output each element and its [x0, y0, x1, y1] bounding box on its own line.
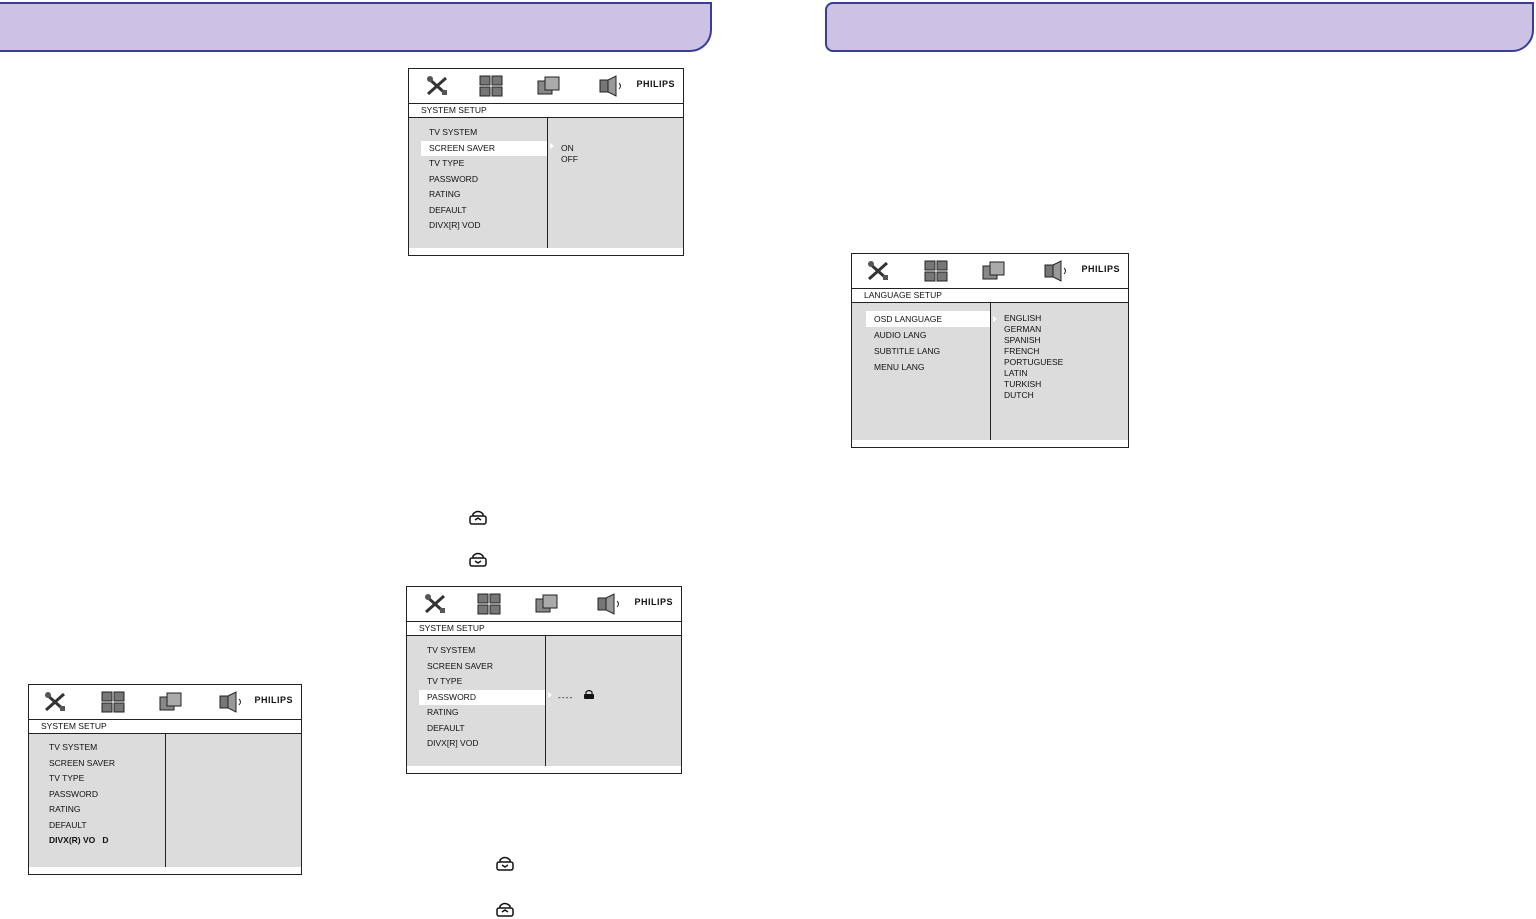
osd-divider [165, 734, 166, 867]
osd-password: PHILIPS SYSTEM SETUP TV SYSTEM SCREEN SA… [406, 586, 682, 774]
osd-screen-saver: PHILIPS SYSTEM SETUP TV SYSTEM SCREEN SA… [408, 68, 684, 256]
menu-item-default[interactable]: DEFAULT [427, 722, 465, 733]
brand-logo: PHILIPS [1081, 264, 1120, 274]
selection-arrow-icon [550, 143, 554, 149]
display-frames-icon[interactable] [159, 691, 183, 713]
system-menu: TV SYSTEM SCREEN SAVER TV TYPE PASSWORD … [419, 643, 545, 752]
lock-remote-icon [496, 856, 514, 871]
settings-tools-icon[interactable] [866, 260, 890, 282]
lock-remote-icon [469, 552, 487, 567]
menu-item-tv-type[interactable]: TV TYPE [427, 676, 463, 686]
osd-body: TV SYSTEM SCREEN SAVER TV TYPE PASSWORD … [29, 734, 301, 867]
lock-remote-icon [496, 902, 514, 917]
osd-title: SYSTEM SETUP [407, 622, 681, 636]
osd-title: SYSTEM SETUP [29, 720, 301, 734]
speaker-icon[interactable] [219, 691, 243, 713]
right-header-banner [825, 2, 1534, 52]
osd-icon-bar: PHILIPS [407, 587, 681, 622]
option-list: ON OFF [561, 143, 578, 165]
menu-item-osd-language[interactable]: OSD LANGUAGE [866, 311, 990, 327]
video-grid-icon[interactable] [479, 75, 503, 97]
menu-item-tv-system[interactable]: TV SYSTEM [427, 645, 476, 655]
video-grid-icon[interactable] [101, 691, 125, 713]
speaker-icon[interactable] [597, 593, 621, 615]
menu-item-tv-type[interactable]: TV TYPE [429, 158, 465, 168]
osd-body: TV SYSTEM SCREEN SAVER TV TYPE PASSWORD … [407, 636, 681, 766]
osd-title: SYSTEM SETUP [409, 104, 683, 118]
menu-item-divx-vod[interactable]: DIVX[R] VOD [429, 220, 481, 230]
option-dutch[interactable]: DUTCH [1004, 390, 1034, 400]
password-value[interactable]: ---- [558, 692, 574, 702]
osd-divider [990, 303, 991, 440]
osd-body: OSD LANGUAGE AUDIO LANG SUBTITLE LANG ME… [852, 303, 1128, 440]
osd-divider [547, 118, 548, 248]
osd-divider [545, 636, 546, 766]
speaker-icon[interactable] [1044, 260, 1068, 282]
selection-arrow-icon [993, 316, 997, 322]
display-frames-icon[interactable] [535, 593, 559, 615]
osd-language: PHILIPS LANGUAGE SETUP OSD LANGUAGE AUDI… [851, 253, 1129, 448]
option-spanish[interactable]: SPANISH [1004, 335, 1041, 345]
menu-item-screen-saver[interactable]: SCREEN SAVER [421, 140, 547, 156]
selection-arrow-icon [548, 692, 552, 698]
option-portuguese[interactable]: PORTUGUESE [1004, 357, 1064, 367]
settings-tools-icon[interactable] [423, 593, 447, 615]
brand-logo: PHILIPS [634, 597, 673, 607]
language-menu: OSD LANGUAGE AUDIO LANG SUBTITLE LANG ME… [866, 311, 990, 375]
lock-icon [584, 690, 594, 699]
settings-tools-icon[interactable] [43, 691, 67, 713]
osd-divx: PHILIPS SYSTEM SETUP TV SYSTEM SCREEN SA… [28, 684, 302, 875]
menu-item-rating[interactable]: RATING [427, 707, 459, 717]
menu-item-subtitle-lang[interactable]: SUBTITLE LANG [874, 346, 941, 356]
option-french[interactable]: FRENCH [1004, 346, 1040, 356]
option-german[interactable]: GERMAN [1004, 324, 1042, 334]
option-on[interactable]: ON [561, 143, 574, 153]
video-grid-icon[interactable] [477, 593, 501, 615]
menu-item-divx-vod[interactable]: DIVX(R) VO D [49, 835, 109, 845]
menu-item-default[interactable]: DEFAULT [429, 204, 467, 215]
menu-item-screen-saver[interactable]: SCREEN SAVER [49, 757, 115, 768]
menu-item-screen-saver[interactable]: SCREEN SAVER [427, 660, 493, 671]
option-english[interactable]: ENGLISH [1004, 313, 1042, 323]
osd-icon-bar: PHILIPS [409, 69, 683, 104]
menu-item-tv-system[interactable]: TV SYSTEM [429, 127, 478, 137]
menu-item-tv-type[interactable]: TV TYPE [49, 773, 85, 783]
menu-item-default[interactable]: DEFAULT [49, 819, 87, 830]
left-header-banner [0, 2, 712, 52]
osd-icon-bar: PHILIPS [29, 685, 301, 720]
osd-icon-bar: PHILIPS [852, 254, 1128, 289]
osd-title: LANGUAGE SETUP [852, 289, 1128, 303]
option-off[interactable]: OFF [561, 154, 578, 164]
menu-item-divx-vod[interactable]: DIVX[R] VOD [427, 738, 479, 748]
menu-item-audio-lang[interactable]: AUDIO LANG [874, 330, 927, 340]
brand-logo: PHILIPS [636, 79, 675, 89]
display-frames-icon[interactable] [537, 75, 561, 97]
lock-remote-icon [469, 510, 487, 525]
menu-item-rating[interactable]: RATING [49, 804, 81, 814]
option-turkish[interactable]: TURKISH [1004, 379, 1042, 389]
menu-item-password[interactable]: PASSWORD [419, 689, 545, 705]
settings-tools-icon[interactable] [425, 75, 449, 97]
option-latin[interactable]: LATIN [1004, 368, 1028, 378]
osd-body: TV SYSTEM SCREEN SAVER TV TYPE PASSWORD … [409, 118, 683, 248]
menu-item-password[interactable]: PASSWORD [49, 788, 98, 799]
language-option-list: ENGLISH GERMAN SPANISH FRENCH PORTUGUESE… [1004, 313, 1063, 401]
speaker-icon[interactable] [599, 75, 623, 97]
menu-item-menu-lang[interactable]: MENU LANG [874, 362, 925, 372]
brand-logo: PHILIPS [254, 695, 293, 705]
display-frames-icon[interactable] [982, 260, 1006, 282]
system-menu: TV SYSTEM SCREEN SAVER TV TYPE PASSWORD … [421, 125, 547, 234]
menu-item-password[interactable]: PASSWORD [429, 173, 478, 184]
system-menu: TV SYSTEM SCREEN SAVER TV TYPE PASSWORD … [41, 740, 167, 849]
menu-item-tv-system[interactable]: TV SYSTEM [49, 742, 98, 752]
video-grid-icon[interactable] [924, 260, 948, 282]
menu-item-rating[interactable]: RATING [429, 189, 461, 199]
